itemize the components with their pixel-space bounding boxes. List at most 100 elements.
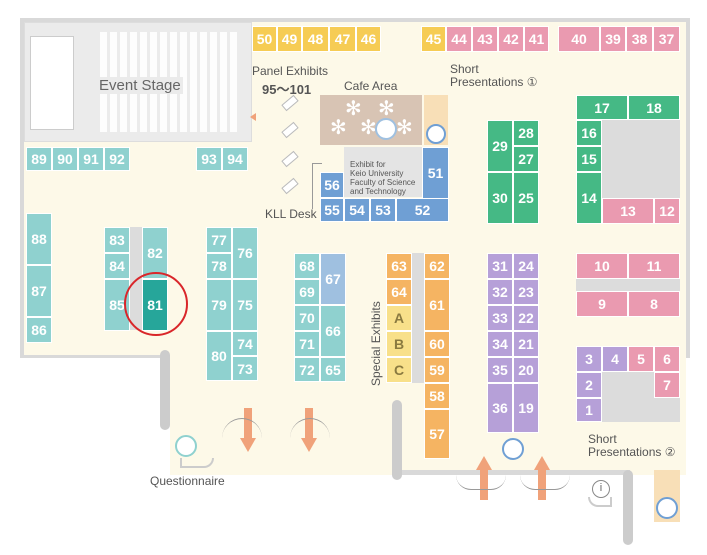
booth-51[interactable]: 51 (422, 147, 449, 199)
booth-33[interactable]: 33 (487, 305, 513, 331)
booth-65[interactable]: 65 (320, 357, 346, 382)
booth-44[interactable]: 44 (446, 26, 472, 52)
booth-1[interactable]: 1 (576, 398, 602, 422)
booth-47[interactable]: 47 (329, 26, 356, 52)
booth-9[interactable]: 9 (576, 291, 628, 317)
booth-32[interactable]: 32 (487, 279, 513, 305)
booth-B[interactable]: B (386, 331, 412, 357)
booth-27[interactable]: 27 (513, 146, 539, 172)
booth-C[interactable]: C (386, 357, 412, 383)
booth-68[interactable]: 68 (294, 253, 320, 279)
booth-11[interactable]: 11 (628, 253, 680, 279)
booth-18[interactable]: 18 (628, 95, 680, 120)
booth-80[interactable]: 80 (206, 331, 232, 381)
booth-41[interactable]: 41 (524, 26, 549, 52)
pillar (160, 350, 170, 430)
booth-37[interactable]: 37 (653, 26, 680, 52)
booth-30[interactable]: 30 (487, 172, 513, 224)
booth-39[interactable]: 39 (600, 26, 626, 52)
booth-88[interactable]: 88 (26, 213, 52, 265)
booth-24[interactable]: 24 (513, 253, 539, 279)
booth-4[interactable]: 4 (602, 346, 628, 372)
booth-49[interactable]: 49 (277, 26, 302, 52)
booth-94[interactable]: 94 (222, 147, 248, 171)
booth-2[interactable]: 2 (576, 372, 602, 398)
booth-19[interactable]: 19 (513, 383, 539, 433)
booth-20[interactable]: 20 (513, 357, 539, 383)
booth-75[interactable]: 75 (232, 279, 258, 331)
booth-6[interactable]: 6 (654, 346, 680, 372)
cafe-area (320, 95, 422, 145)
booth-86[interactable]: 86 (26, 317, 52, 343)
booth-91[interactable]: 91 (78, 147, 104, 171)
booth-28[interactable]: 28 (513, 120, 539, 146)
booth-89[interactable]: 89 (26, 147, 52, 171)
entrance-arrow-icon (534, 456, 550, 470)
booth-83[interactable]: 83 (104, 227, 130, 253)
booth-50[interactable]: 50 (252, 26, 277, 52)
booth-22[interactable]: 22 (513, 305, 539, 331)
booth-54[interactable]: 54 (344, 198, 370, 222)
booth-13[interactable]: 13 (602, 198, 654, 224)
booth-48[interactable]: 48 (302, 26, 329, 52)
booth-16[interactable]: 16 (576, 120, 602, 146)
booth-15[interactable]: 15 (576, 146, 602, 172)
booth-74[interactable]: 74 (232, 331, 258, 356)
booth-53[interactable]: 53 (370, 198, 396, 222)
booth-62[interactable]: 62 (424, 253, 450, 279)
booth-87[interactable]: 87 (26, 265, 52, 317)
booth-67[interactable]: 67 (320, 253, 346, 305)
booth-77[interactable]: 77 (206, 227, 232, 253)
booth-73[interactable]: 73 (232, 356, 258, 381)
booth-70[interactable]: 70 (294, 305, 320, 331)
booth-34[interactable]: 34 (487, 331, 513, 357)
booth-66[interactable]: 66 (320, 305, 346, 357)
booth-38[interactable]: 38 (626, 26, 653, 52)
booth-69[interactable]: 69 (294, 279, 320, 305)
booth-45[interactable]: 45 (421, 26, 446, 52)
booth-90[interactable]: 90 (52, 147, 78, 171)
booth-56[interactable]: 56 (320, 172, 344, 198)
booth-25[interactable]: 25 (513, 172, 539, 224)
booth-84[interactable]: 84 (104, 253, 130, 279)
booth-61[interactable]: 61 (424, 279, 450, 331)
booth-46[interactable]: 46 (356, 26, 381, 52)
booth-60[interactable]: 60 (424, 331, 450, 357)
booth-12[interactable]: 12 (654, 198, 680, 224)
booth-14[interactable]: 14 (576, 172, 602, 224)
booth-10[interactable]: 10 (576, 253, 628, 279)
booth-72[interactable]: 72 (294, 357, 320, 382)
booth-64[interactable]: 64 (386, 279, 412, 305)
booth-43[interactable]: 43 (472, 26, 498, 52)
booth-8[interactable]: 8 (628, 291, 680, 317)
short-presentations-1-label: Short (450, 62, 479, 76)
booth-79[interactable]: 79 (206, 279, 232, 331)
booth-71[interactable]: 71 (294, 331, 320, 357)
entrance-arrow-icon (538, 470, 546, 500)
booth-82[interactable]: 82 (142, 227, 168, 279)
booth-92[interactable]: 92 (104, 147, 130, 171)
booth-58[interactable]: 58 (424, 383, 450, 409)
booth-63[interactable]: 63 (386, 253, 412, 279)
booth-5[interactable]: 5 (628, 346, 654, 372)
booth-93[interactable]: 93 (196, 147, 222, 171)
booth-57[interactable]: 57 (424, 409, 450, 459)
booth-78[interactable]: 78 (206, 253, 232, 279)
booth-3[interactable]: 3 (576, 346, 602, 372)
booth-31[interactable]: 31 (487, 253, 513, 279)
booth-29[interactable]: 29 (487, 120, 513, 172)
booth-40[interactable]: 40 (558, 26, 600, 52)
booth-76[interactable]: 76 (232, 227, 258, 279)
booth-21[interactable]: 21 (513, 331, 539, 357)
booth-23[interactable]: 23 (513, 279, 539, 305)
booth-17[interactable]: 17 (576, 95, 628, 120)
booth-55[interactable]: 55 (320, 198, 344, 222)
booth-35[interactable]: 35 (487, 357, 513, 383)
booth-36[interactable]: 36 (487, 383, 513, 433)
booth-A[interactable]: A (386, 305, 412, 331)
booth-7[interactable]: 7 (654, 372, 680, 398)
booth-42[interactable]: 42 (498, 26, 524, 52)
info-icon[interactable]: i (592, 480, 610, 498)
booth-59[interactable]: 59 (424, 357, 450, 383)
booth-52[interactable]: 52 (396, 198, 449, 222)
